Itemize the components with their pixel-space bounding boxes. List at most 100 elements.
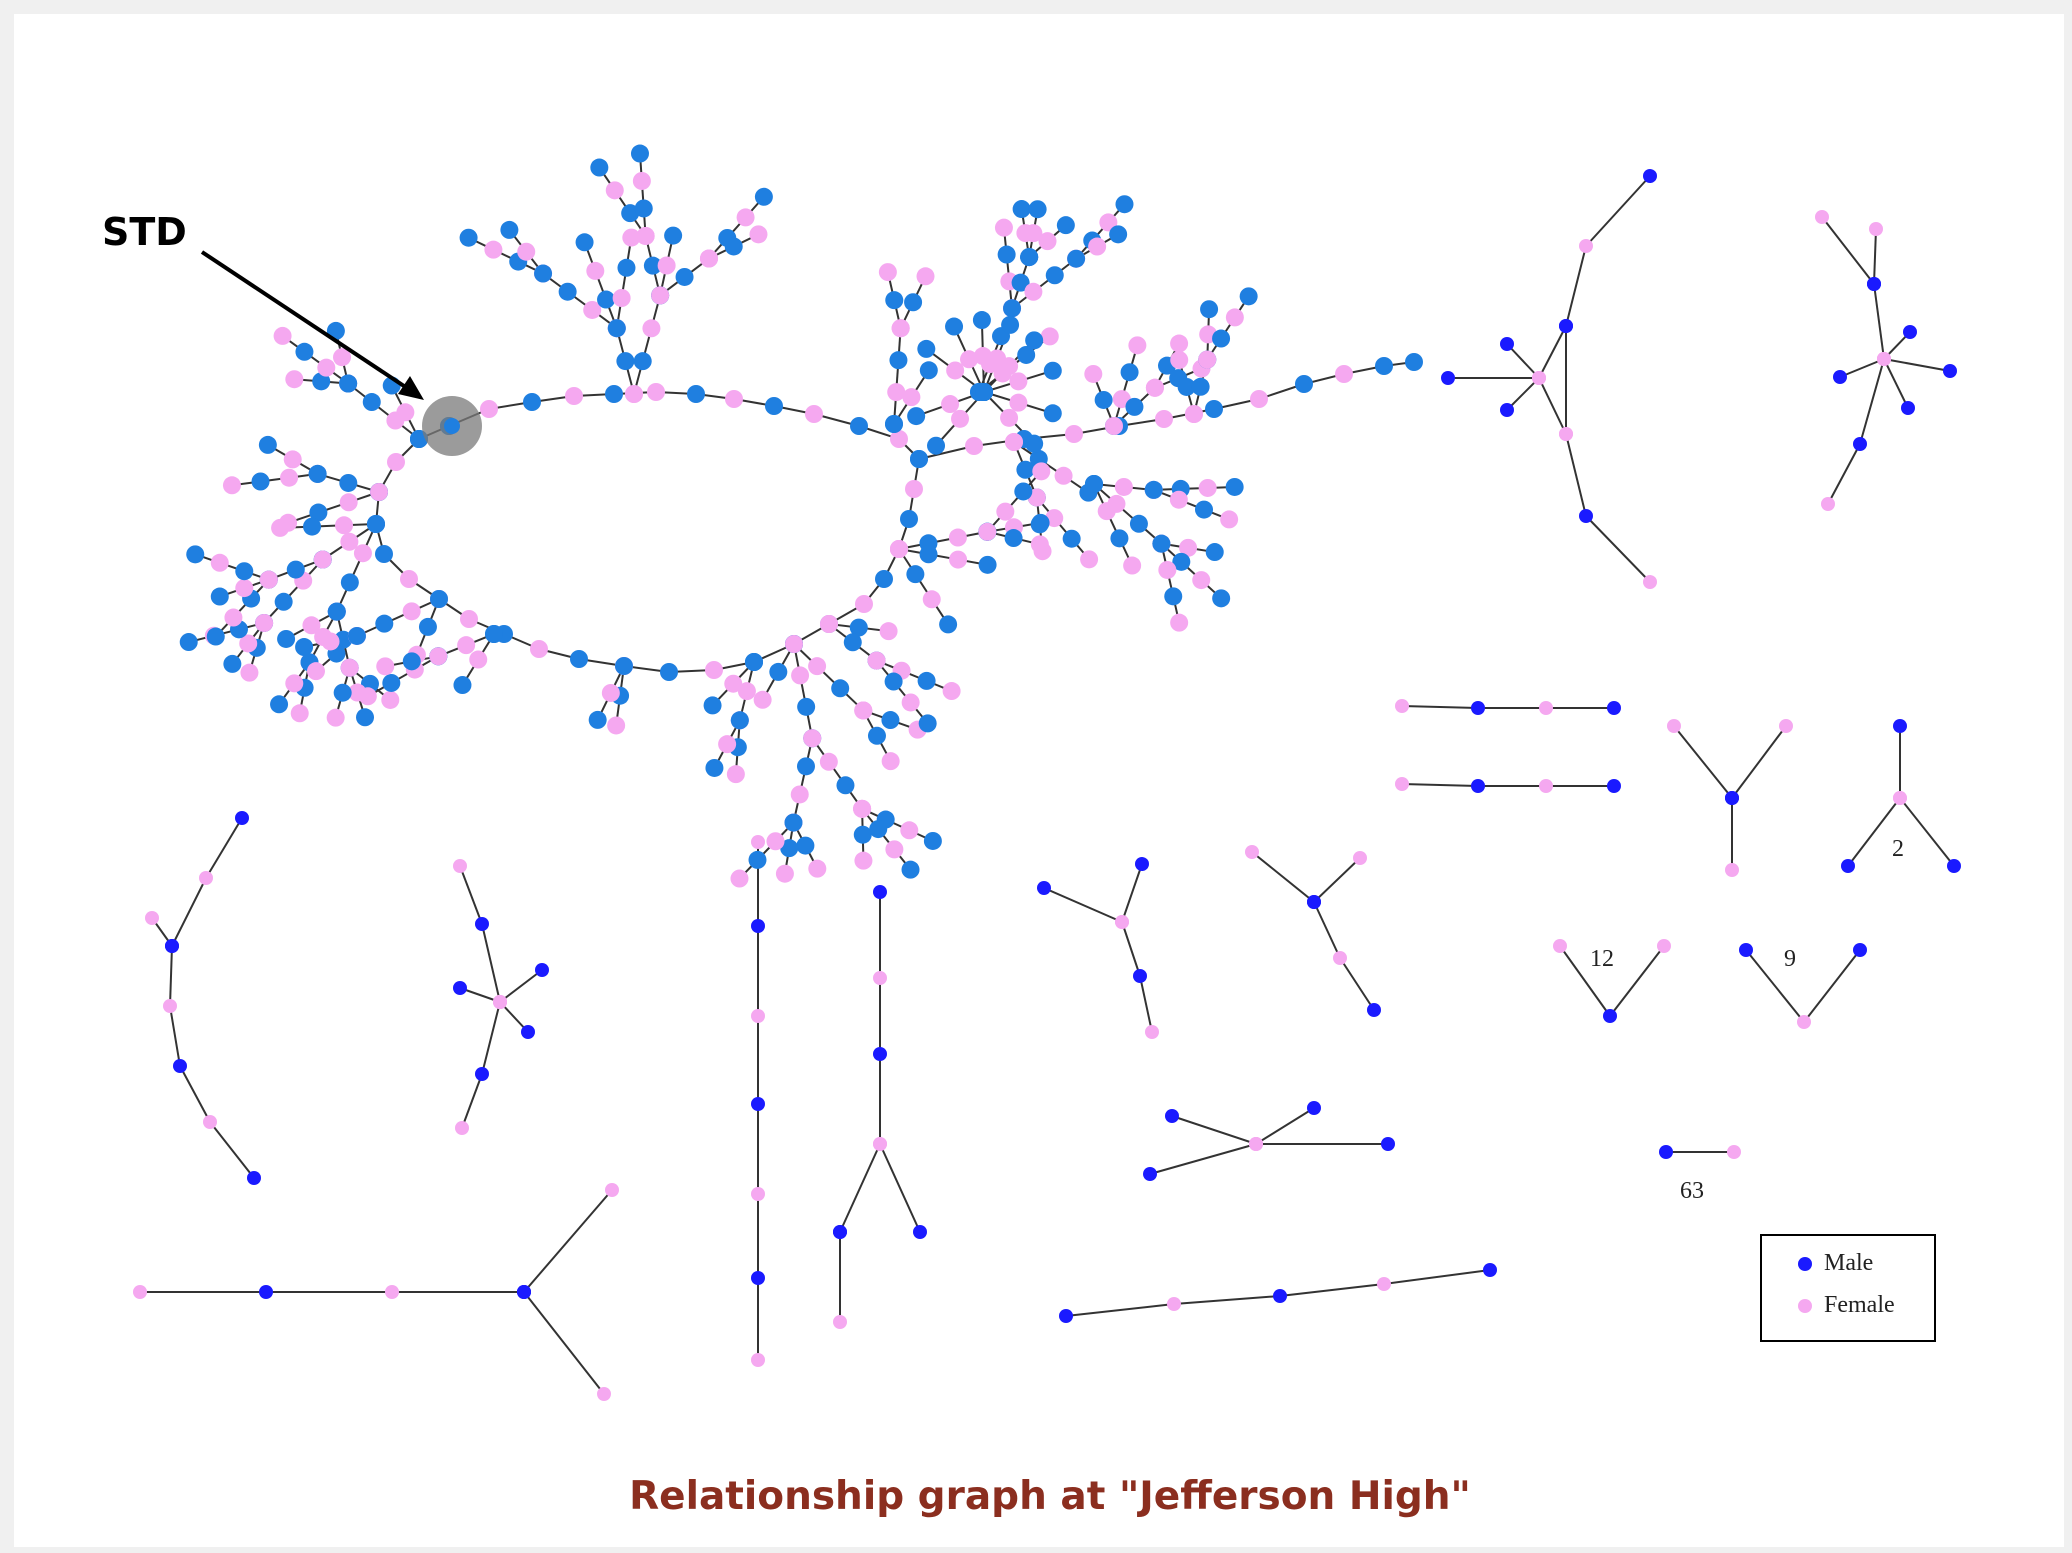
male-node [1144,480,1163,499]
female-node [1249,1137,1263,1151]
female-node [381,690,400,709]
female-node [1032,462,1051,481]
female-node [636,226,655,245]
female-node [1088,237,1107,256]
male-node [751,1097,765,1111]
relationship-edge [499,969,543,1003]
male-node [1152,534,1171,553]
female-node [941,395,960,414]
relationship-edge [1506,343,1540,379]
female-node [996,502,1015,521]
female-node [313,550,332,569]
relationship-edge [1873,283,1885,360]
std-annotation-label: STD [102,210,187,254]
female-node [370,483,388,501]
female-node [699,249,718,268]
female-node [949,550,968,569]
male-node [303,517,322,536]
female-node [321,632,340,651]
female-node [1009,372,1028,391]
female-node [1054,466,1073,485]
relationship-edge [1171,1115,1257,1145]
female-node [163,999,177,1013]
male-node [1135,857,1149,871]
female-node [283,450,302,469]
female-node [642,319,661,338]
female-node [1821,497,1835,511]
male-node [597,290,616,309]
male-node [919,361,938,380]
male-node [235,811,249,825]
male-node [724,237,743,256]
male-node [607,319,626,338]
female-node [951,409,970,428]
male-node [634,199,653,218]
female-node [805,405,823,423]
female-node [1198,350,1217,369]
male-node [1056,216,1075,235]
female-node [1667,719,1681,733]
caption: Relationship graph at "Jefferson High" [629,1474,1471,1519]
male-node [660,663,678,681]
female-node [946,361,965,380]
relationship-edge [481,1001,501,1075]
female-node [493,995,507,1009]
female-node [632,171,651,190]
relationship-edge [1803,949,1861,1023]
relationship-edge [1899,797,1955,867]
female-node [718,735,737,754]
female-node [1225,308,1244,327]
male-node [918,714,937,733]
male-node [274,592,293,611]
female-node [1000,357,1019,376]
male-node [1901,401,1915,415]
female-node [1167,1297,1181,1311]
female-node [565,387,583,405]
female-node [803,729,822,748]
male-node [901,860,920,879]
male-node [1212,589,1231,608]
female-node [396,403,415,422]
male-node [521,1025,535,1039]
relationship-edge [1173,1295,1281,1305]
female-node [601,683,620,702]
male-node [796,757,815,776]
male-node [907,407,926,426]
relationship-edge [171,877,207,947]
female-node [429,647,448,666]
female-node [210,553,229,572]
male-node [1943,364,1957,378]
female-node [753,690,772,709]
male-node [1500,337,1514,351]
male-node [769,662,788,681]
male-node [1833,370,1847,384]
relationship-edge [839,1143,881,1233]
relationship-edge [1538,325,1567,379]
male-node [978,555,997,574]
female-node [651,286,670,305]
female-node [1779,719,1793,733]
male-node [621,204,640,223]
male-node [1133,969,1147,983]
male-node [1739,943,1753,957]
relationship-edge [1139,975,1153,1033]
female-node [1395,699,1409,713]
male-node [904,293,923,312]
relationship-edge [1279,1283,1385,1297]
component-label-9: 9 [1784,946,1796,972]
female-node [326,708,345,727]
relationship-edge [1043,887,1123,923]
relationship-edge [1313,857,1361,903]
female-node [1045,509,1064,528]
female-node [873,971,887,985]
female-node [1005,433,1023,451]
female-node [1145,378,1164,397]
male-node [1194,500,1213,519]
female-node [1040,327,1059,346]
male-node [1607,779,1621,793]
female-node [259,570,278,589]
female-node [340,532,359,551]
female-node [1009,393,1028,412]
male-node [179,633,198,652]
male-node [1037,881,1051,895]
